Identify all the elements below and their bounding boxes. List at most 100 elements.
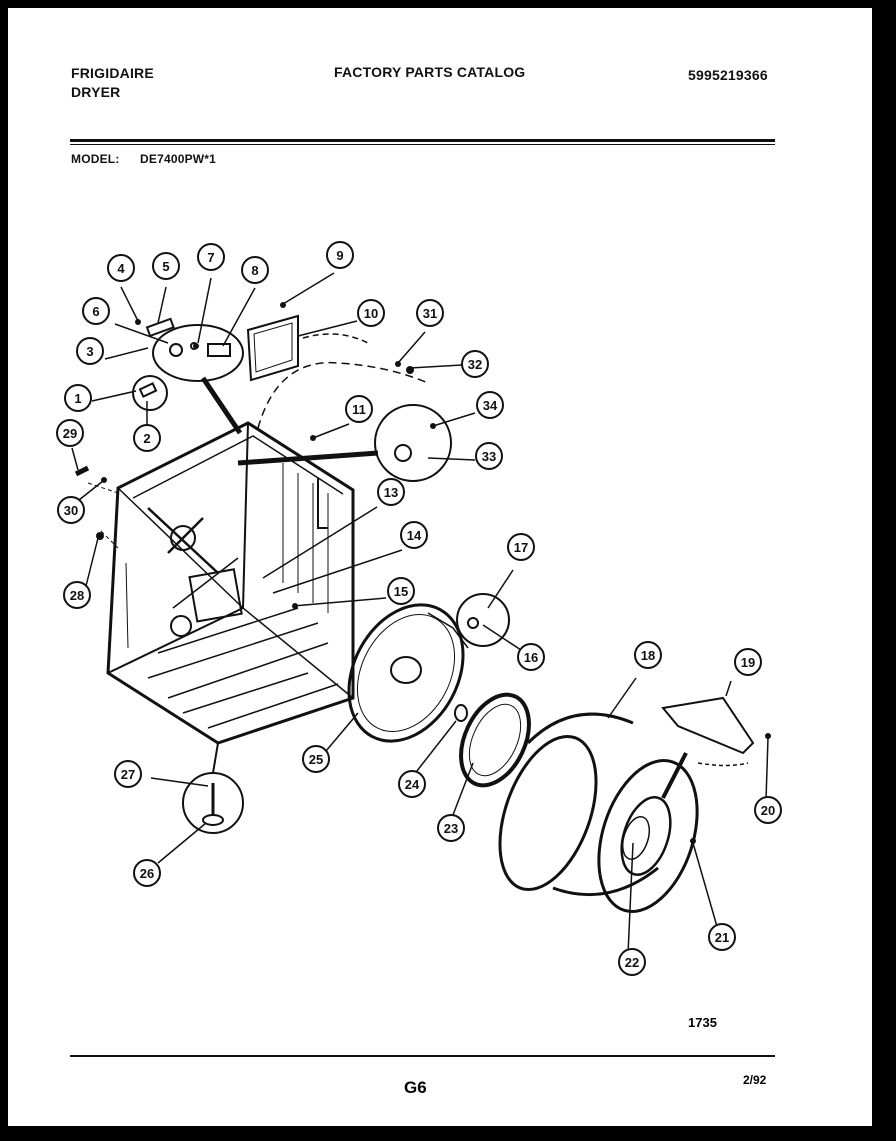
callout-circle: [76, 337, 104, 365]
callout-circle: [734, 648, 762, 676]
callout-circle: [476, 391, 504, 419]
callout-13: 13: [377, 478, 405, 506]
callout-circle: [475, 442, 503, 470]
callout-circle: [302, 745, 330, 773]
front-bearing-ring: [454, 692, 531, 788]
callout-33: 33: [475, 442, 503, 470]
brand-name: FRIGIDAIRE: [71, 65, 154, 81]
callout-number: 24: [405, 777, 420, 792]
callout-circle: [56, 419, 84, 447]
callout-1: 1: [64, 384, 92, 412]
callout-19: 19: [734, 648, 762, 676]
lint-filter: [246, 314, 369, 382]
product-type: DRYER: [71, 84, 121, 100]
callout-circle: [57, 496, 85, 524]
callout-circle: [197, 243, 225, 271]
callout-34: 34: [476, 391, 504, 419]
rear-bulkhead: [347, 603, 469, 743]
callout-number: 15: [394, 584, 408, 599]
callout-number: 1: [74, 391, 81, 406]
header-rule-top: [70, 139, 775, 142]
callout-number: 27: [121, 767, 135, 782]
callout-26: 26: [133, 859, 161, 887]
callout-circle: [345, 395, 373, 423]
footer-rule: [70, 1055, 775, 1057]
leveling-leg-detail: [182, 742, 244, 834]
callout-11: 11: [345, 395, 373, 423]
callout-circle: [416, 299, 444, 327]
callout-circle: [377, 478, 405, 506]
callout-10: 10: [357, 299, 385, 327]
callout-23: 23: [437, 814, 465, 842]
callout-30: 30: [57, 496, 85, 524]
callout-14: 14: [400, 521, 428, 549]
diagram-code: 1735: [688, 1015, 717, 1030]
exploded-parts-diagram: 1234567891011131415161718192021222324252…: [56, 241, 782, 976]
callout-circle: [64, 384, 92, 412]
callout-circle: [114, 760, 142, 788]
callout-circle: [133, 859, 161, 887]
callout-number: 10: [364, 306, 378, 321]
callout-17: 17: [507, 533, 535, 561]
callout-9: 9: [326, 241, 354, 269]
callout-number: 5: [162, 259, 169, 274]
callout-leader-lines: [71, 272, 769, 955]
model-label: MODEL:: [71, 152, 120, 166]
callout-25: 25: [302, 745, 330, 773]
motor-detail-view: [237, 404, 452, 482]
callout-circle: [517, 643, 545, 671]
callout-number: 33: [482, 449, 496, 464]
callout-circle: [708, 923, 736, 951]
callout-15: 15: [387, 577, 415, 605]
callout-circle: [507, 533, 535, 561]
callout-circle: [152, 252, 180, 280]
callout-circle: [107, 254, 135, 282]
callout-number: 7: [207, 250, 214, 265]
callout-circle: [63, 581, 91, 609]
hardware-dots: [96, 302, 771, 844]
callout-32: 32: [461, 350, 489, 378]
callout-number: 19: [741, 655, 755, 670]
page-number: G6: [404, 1078, 427, 1097]
callout-3: 3: [76, 337, 104, 365]
left-hardware: [74, 465, 119, 549]
callout-7: 7: [197, 243, 225, 271]
callout-circle: [241, 256, 269, 284]
callout-circle: [387, 577, 415, 605]
callout-number: 26: [140, 866, 154, 881]
callout-circle: [326, 241, 354, 269]
callout-number: 14: [407, 528, 422, 543]
callout-circle: [357, 299, 385, 327]
callout-number: 22: [625, 955, 639, 970]
bracket-detail-view: [145, 317, 244, 435]
callout-number: 3: [86, 344, 93, 359]
model-value: DE7400PW*1: [140, 152, 217, 166]
callout-circle: [618, 948, 646, 976]
callout-number: 4: [117, 261, 125, 276]
drum-baffle: [661, 696, 755, 799]
callout-16: 16: [517, 643, 545, 671]
callout-number: 17: [514, 540, 528, 555]
callout-22: 22: [618, 948, 646, 976]
callout-number: 6: [92, 304, 99, 319]
callout-number: 20: [761, 803, 775, 818]
callout-number: 31: [423, 306, 437, 321]
callout-number: 29: [63, 426, 77, 441]
drum: [498, 712, 699, 913]
callout-circle: [133, 424, 161, 452]
callout-18: 18: [634, 641, 662, 669]
callout-28: 28: [63, 581, 91, 609]
callout-number: 18: [641, 648, 655, 663]
callout-27: 27: [114, 760, 142, 788]
callout-number: 13: [384, 485, 398, 500]
callout-number: 30: [64, 503, 78, 518]
catalog-title: FACTORY PARTS CATALOG: [334, 64, 526, 80]
callout-number: 2: [143, 431, 150, 446]
callout-number: 28: [70, 588, 84, 603]
callout-4: 4: [107, 254, 135, 282]
callout-number: 9: [336, 248, 343, 263]
callout-6: 6: [82, 297, 110, 325]
catalog-sheet: FRIGIDAIRE DRYER FACTORY PARTS CATALOG 5…: [8, 8, 872, 1126]
callout-20: 20: [754, 796, 782, 824]
